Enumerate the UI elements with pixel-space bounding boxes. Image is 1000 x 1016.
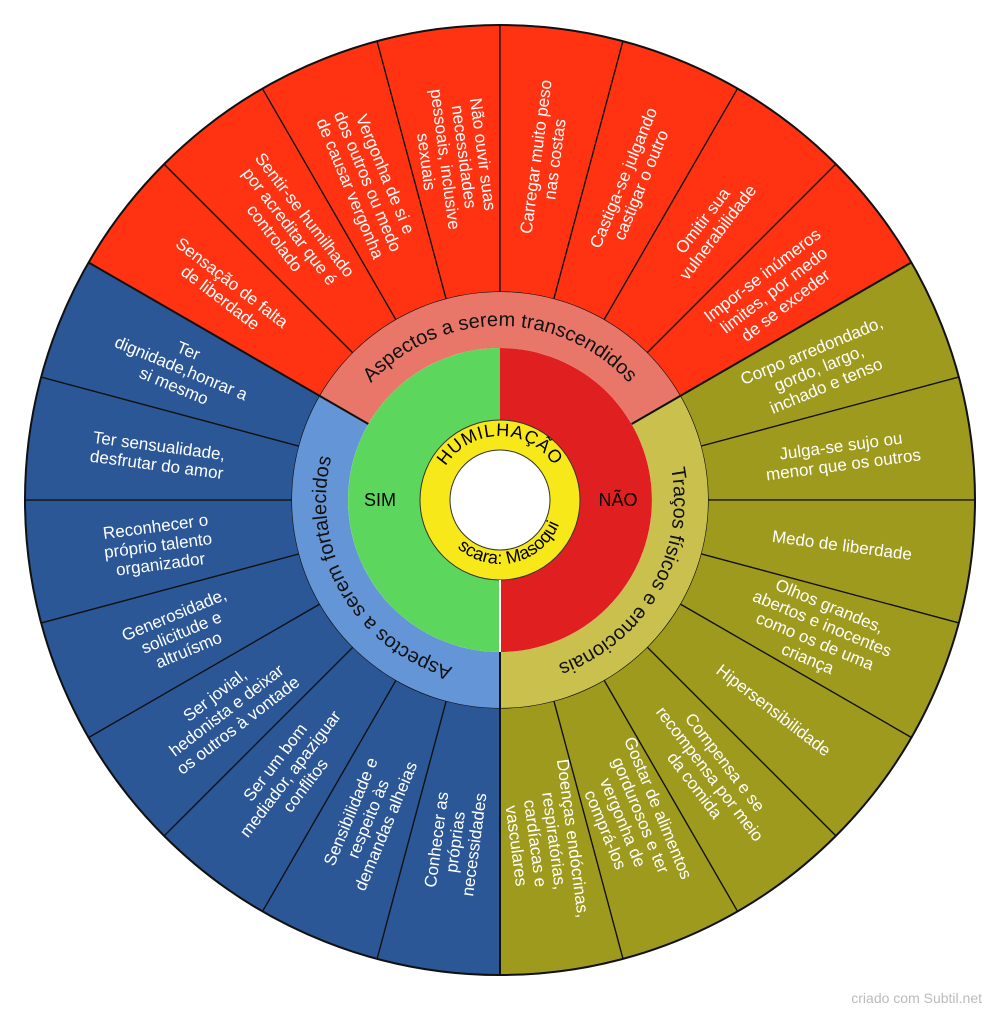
credit-text: criado com Subtil.net (851, 990, 982, 1006)
middle-ring-bands (88, 261, 912, 975)
outer-border (24, 24, 976, 976)
segment-blue-7-label: Ter sensualidade,desfrutar do amor (89, 428, 227, 483)
inner-core (24, 24, 976, 976)
core-labels: SIM NÃO (364, 489, 638, 510)
group-divider-1 (88, 261, 369, 425)
group-divider-2 (631, 261, 912, 425)
ring-band-blue (292, 396, 500, 708)
ring-band-red (319, 292, 681, 424)
ring-band-olive (500, 396, 708, 708)
no-label: NÃO (598, 489, 637, 510)
outer-segments (24, 24, 976, 976)
segment-blue-6-label: Reconhecer opróprio talentoorganizador (100, 510, 215, 581)
center-hole (449, 449, 551, 551)
yes-label: SIM (364, 490, 396, 510)
